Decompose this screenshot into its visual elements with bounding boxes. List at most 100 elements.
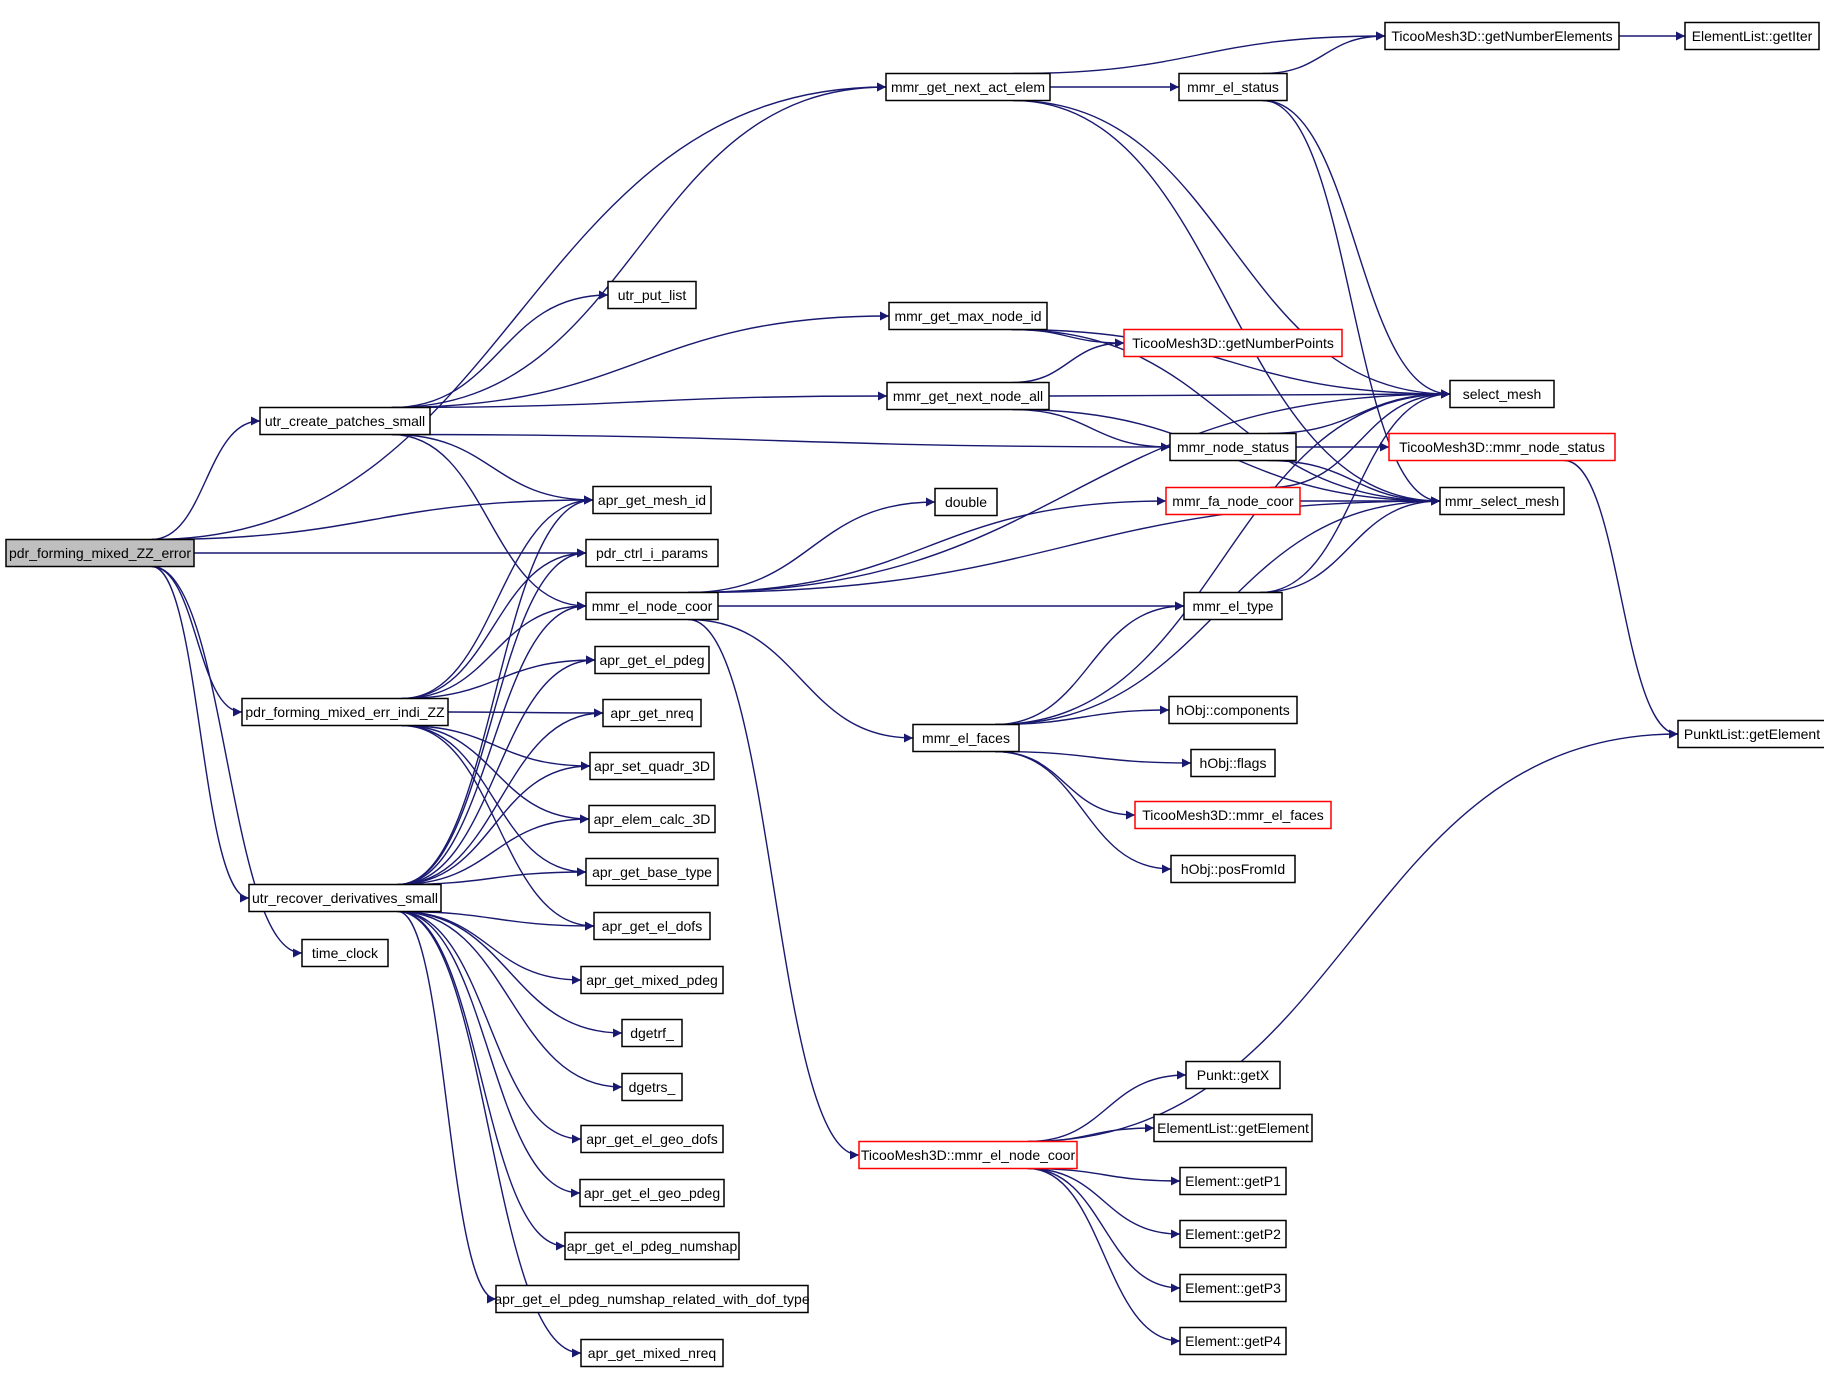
node-mmr-el-type[interactable]: mmr_el_type: [1183, 591, 1283, 621]
node-box[interactable]: [1168, 695, 1298, 725]
node-mmr-get-next-node-all[interactable]: mmr_get_next_node_all: [886, 381, 1050, 411]
node-punkt-getx[interactable]: Punkt::getX: [1185, 1060, 1281, 1090]
node-ticoomesh3d-getnumberelements[interactable]: TicooMesh3D::getNumberElements: [1384, 21, 1620, 51]
node-box[interactable]: [1388, 432, 1616, 462]
node-elementlist-getelement[interactable]: ElementList::getElement: [1153, 1113, 1313, 1143]
node-box[interactable]: [495, 1284, 809, 1314]
node-pdr-ctrl-i-params[interactable]: pdr_ctrl_i_params: [585, 538, 719, 568]
node-hobj-flags[interactable]: hObj::flags: [1190, 748, 1276, 778]
node-utr-create-patches-small[interactable]: utr_create_patches_small: [259, 406, 431, 436]
node-box[interactable]: [886, 381, 1050, 411]
node-box[interactable]: [1169, 432, 1297, 462]
node-mmr-el-status[interactable]: mmr_el_status: [1178, 72, 1288, 102]
node-double[interactable]: double: [934, 487, 998, 517]
node-hobj-components[interactable]: hObj::components: [1168, 695, 1298, 725]
node-dgetrf[interactable]: dgetrf_: [621, 1018, 683, 1048]
node-ticoomesh3d-mmr-node-status[interactable]: TicooMesh3D::mmr_node_status: [1388, 432, 1616, 462]
node-box[interactable]: [588, 804, 716, 834]
node-box[interactable]: [602, 698, 702, 728]
node-box[interactable]: [1134, 800, 1332, 830]
node-box[interactable]: [589, 751, 715, 781]
node-apr-get-el-geo-pdeg[interactable]: apr_get_el_geo_pdeg: [579, 1178, 725, 1208]
node-box[interactable]: [1123, 328, 1343, 358]
node-box[interactable]: [1153, 1113, 1313, 1143]
node-apr-set-quadr-3d[interactable]: apr_set_quadr_3D: [589, 751, 715, 781]
node-box[interactable]: [1179, 1326, 1287, 1356]
node-elementlist-getiter[interactable]: ElementList::getIter: [1684, 21, 1820, 51]
node-ticoomesh3d-getnumberpoints[interactable]: TicooMesh3D::getNumberPoints: [1123, 328, 1343, 358]
node-apr-get-nreq[interactable]: apr_get_nreq: [602, 698, 702, 728]
node-punktlist-getelement[interactable]: PunktList::getElement: [1677, 719, 1824, 749]
node-apr-get-el-pdeg-numshap[interactable]: apr_get_el_pdeg_numshap: [564, 1231, 740, 1261]
node-box[interactable]: [1165, 486, 1301, 516]
node-box[interactable]: [1684, 21, 1820, 51]
node-box[interactable]: [593, 911, 711, 941]
node-box[interactable]: [1439, 486, 1565, 516]
node-hobj-posfromid[interactable]: hObj::posFromId: [1170, 854, 1296, 884]
node-apr-get-mixed-pdeg[interactable]: apr_get_mixed_pdeg: [580, 965, 724, 995]
node-box[interactable]: [1178, 72, 1288, 102]
node-mmr-node-status[interactable]: mmr_node_status: [1169, 432, 1297, 462]
node-box[interactable]: [592, 485, 712, 515]
node-dgetrs[interactable]: dgetrs_: [621, 1072, 683, 1102]
node-box[interactable]: [580, 1338, 724, 1368]
node-mmr-select-mesh[interactable]: mmr_select_mesh: [1439, 486, 1565, 516]
node-box[interactable]: [621, 1018, 683, 1048]
node-box[interactable]: [1179, 1219, 1287, 1249]
node-apr-get-el-pdeg[interactable]: apr_get_el_pdeg: [594, 645, 710, 675]
node-box[interactable]: [1170, 854, 1296, 884]
node-apr-get-el-pdeg-numshap-related-with-dof-type[interactable]: apr_get_el_pdeg_numshap_related_with_dof…: [494, 1284, 810, 1314]
node-box[interactable]: [5, 538, 195, 568]
node-pdr-forming-mixed-err-indi-zz[interactable]: pdr_forming_mixed_err_indi_ZZ: [241, 697, 449, 727]
node-mmr-el-faces[interactable]: mmr_el_faces: [912, 723, 1020, 753]
node-box[interactable]: [580, 965, 724, 995]
node-apr-elem-calc-3d[interactable]: apr_elem_calc_3D: [588, 804, 716, 834]
node-box[interactable]: [1384, 21, 1620, 51]
node-utr-recover-derivatives-small[interactable]: utr_recover_derivatives_small: [248, 883, 442, 913]
node-mmr-el-node-coor[interactable]: mmr_el_node_coor: [585, 591, 719, 621]
node-box[interactable]: [248, 883, 442, 913]
node-box[interactable]: [241, 697, 449, 727]
node-apr-get-el-dofs[interactable]: apr_get_el_dofs: [593, 911, 711, 941]
node-box[interactable]: [934, 487, 998, 517]
node-box[interactable]: [564, 1231, 740, 1261]
node-element-getp4[interactable]: Element::getP4: [1179, 1326, 1287, 1356]
node-box[interactable]: [585, 857, 719, 887]
node-box[interactable]: [912, 723, 1020, 753]
node-box[interactable]: [579, 1178, 725, 1208]
node-box[interactable]: [585, 591, 719, 621]
node-box[interactable]: [1179, 1166, 1287, 1196]
node-element-getp3[interactable]: Element::getP3: [1179, 1273, 1287, 1303]
node-box[interactable]: [1190, 748, 1276, 778]
node-box[interactable]: [1677, 719, 1824, 749]
node-box[interactable]: [594, 645, 710, 675]
node-box[interactable]: [1185, 1060, 1281, 1090]
node-time-clock[interactable]: time_clock: [301, 938, 389, 968]
node-box[interactable]: [1183, 591, 1283, 621]
node-box[interactable]: [1179, 1273, 1287, 1303]
node-ticoomesh3d-mmr-el-node-coor[interactable]: TicooMesh3D::mmr_el_node_coor: [858, 1140, 1078, 1170]
node-element-getp1[interactable]: Element::getP1: [1179, 1166, 1287, 1196]
node-pdr-forming-mixed-zz-error[interactable]: pdr_forming_mixed_ZZ_error: [5, 538, 195, 568]
node-apr-get-base-type[interactable]: apr_get_base_type: [585, 857, 719, 887]
node-box[interactable]: [301, 938, 389, 968]
node-box[interactable]: [1449, 379, 1555, 409]
node-element-getp2[interactable]: Element::getP2: [1179, 1219, 1287, 1249]
node-apr-get-mixed-nreq[interactable]: apr_get_mixed_nreq: [580, 1338, 724, 1368]
node-box[interactable]: [885, 72, 1051, 102]
node-ticoomesh3d-mmr-el-faces[interactable]: TicooMesh3D::mmr_el_faces: [1134, 800, 1332, 830]
node-apr-get-el-geo-dofs[interactable]: apr_get_el_geo_dofs: [580, 1124, 724, 1154]
node-box[interactable]: [585, 538, 719, 568]
node-utr-put-list[interactable]: utr_put_list: [607, 280, 697, 310]
node-box[interactable]: [888, 301, 1048, 331]
node-apr-get-mesh-id[interactable]: apr_get_mesh_id: [592, 485, 712, 515]
node-box[interactable]: [580, 1124, 724, 1154]
node-box[interactable]: [858, 1140, 1078, 1170]
node-mmr-fa-node-coor[interactable]: mmr_fa_node_coor: [1165, 486, 1301, 516]
node-mmr-get-next-act-elem[interactable]: mmr_get_next_act_elem: [885, 72, 1051, 102]
node-box[interactable]: [607, 280, 697, 310]
node-select-mesh[interactable]: select_mesh: [1449, 379, 1555, 409]
node-box[interactable]: [621, 1072, 683, 1102]
node-mmr-get-max-node-id[interactable]: mmr_get_max_node_id: [888, 301, 1048, 331]
node-box[interactable]: [259, 406, 431, 436]
